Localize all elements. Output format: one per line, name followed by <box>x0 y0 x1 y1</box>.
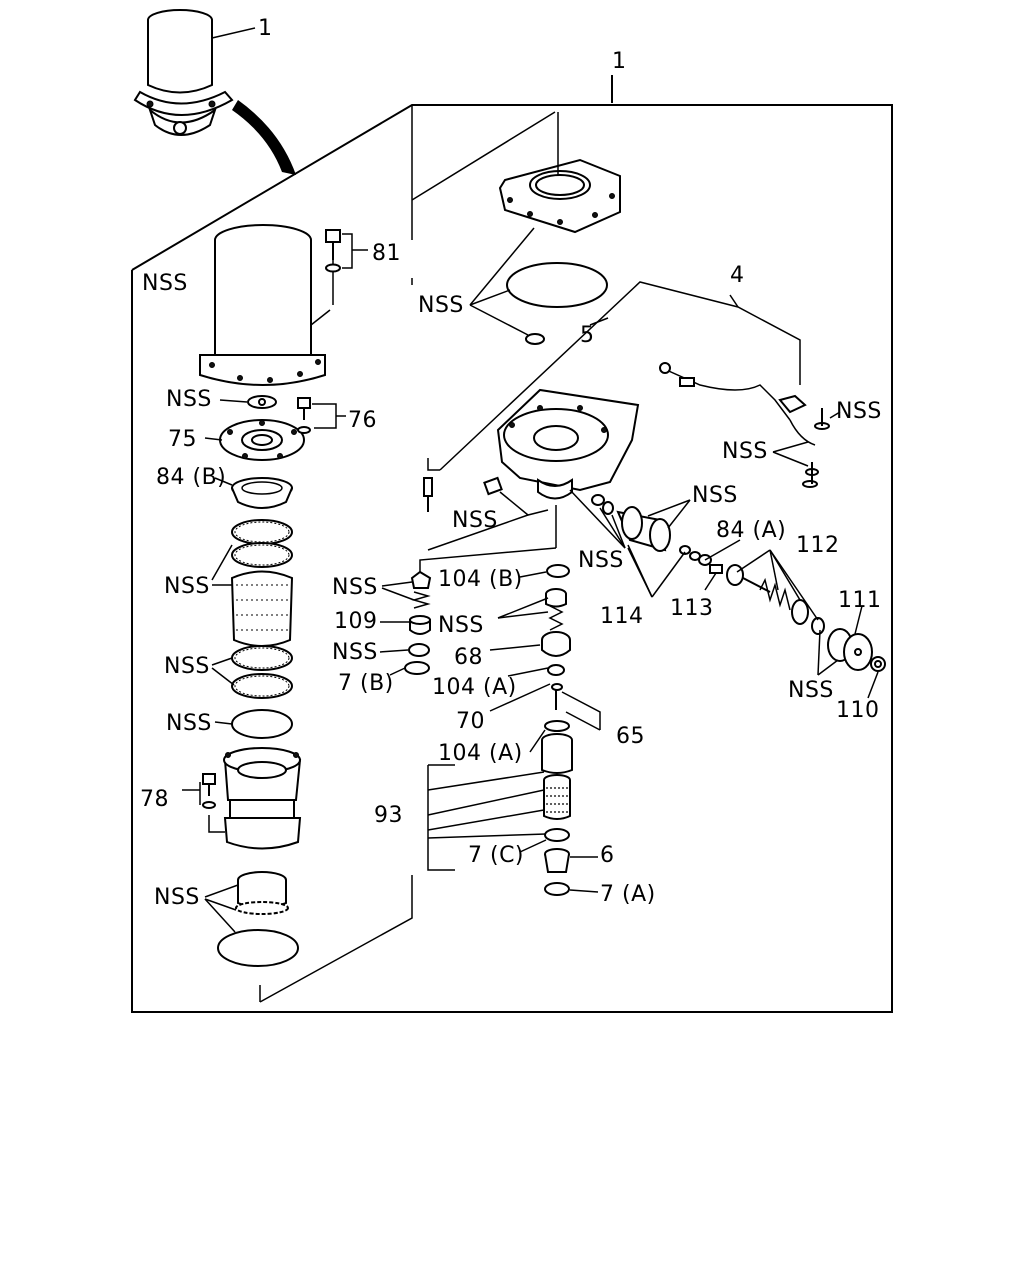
filter-93 <box>543 774 571 842</box>
label-nss-cover: NSS <box>418 293 464 318</box>
bottom-cap <box>217 871 299 967</box>
label-104a-lower: 104 (A) <box>438 741 523 766</box>
label-nss-fitting: NSS <box>452 508 498 533</box>
washer-111 <box>827 628 873 671</box>
label-78: 78 <box>140 787 169 812</box>
label-75: 75 <box>168 427 197 452</box>
screw-nss-lower <box>802 462 819 488</box>
label-104a-upper: 104 (A) <box>432 675 517 700</box>
label-104b: 104 (B) <box>438 567 523 592</box>
label-6: 6 <box>600 843 615 868</box>
label-110: 110 <box>836 698 880 723</box>
label-81: 81 <box>372 241 401 266</box>
filter-screens <box>230 519 294 699</box>
label-top-1: 1 <box>258 16 273 41</box>
label-109: 109 <box>334 609 378 634</box>
label-68: 68 <box>454 645 483 670</box>
label-84a: 84 (A) <box>716 518 786 543</box>
bolt-81 <box>325 229 368 273</box>
label-113: 113 <box>670 596 714 621</box>
label-nss-body: NSS <box>578 548 624 573</box>
label-nss-screw-lower: NSS <box>722 439 768 464</box>
label-nss-oring: NSS <box>332 640 378 665</box>
bolt-78 <box>182 773 225 833</box>
fitting-nss <box>483 476 503 496</box>
label-93: 93 <box>374 803 403 828</box>
top-cover <box>498 158 621 234</box>
label-nss-washers: NSS <box>788 678 834 703</box>
label-nss-screw-upper: NSS <box>836 399 882 424</box>
label-5: 5 <box>580 323 595 348</box>
spring-assembly-112 <box>726 564 825 635</box>
label-nss-cap: NSS <box>154 885 200 910</box>
inlet-fitting <box>591 494 671 552</box>
valve-body <box>496 388 640 500</box>
piston-stack <box>541 588 571 710</box>
heater-probe <box>423 477 433 512</box>
frame-border <box>131 75 893 1013</box>
nut-110 <box>870 656 886 672</box>
filter-cartridge <box>199 224 334 386</box>
label-nss-spring: NSS <box>438 613 484 638</box>
label-114: 114 <box>600 604 644 629</box>
label-frame-1: 1 <box>612 49 627 74</box>
label-nss-cartridge: NSS <box>142 271 188 296</box>
label-4: 4 <box>730 263 745 288</box>
callout-labels: 1 1 NSS 81 NSS 4 5 NSS 76 75 NSS NSS 84 … <box>140 16 882 910</box>
label-nss-screens-lower: NSS <box>164 654 210 679</box>
label-nss-plug: NSS <box>332 575 378 600</box>
label-nss-oring-lower: NSS <box>166 711 212 736</box>
label-7c: 7 (C) <box>468 843 524 868</box>
label-112: 112 <box>796 533 840 558</box>
label-nss-screens: NSS <box>164 574 210 599</box>
label-7a: 7 (A) <box>600 882 656 907</box>
assembled-dryer-unit <box>133 9 296 175</box>
label-76: 76 <box>348 408 377 433</box>
bolt-76 <box>297 397 346 434</box>
screw-nss-upper <box>814 408 830 430</box>
plug-stack-109 <box>404 570 432 675</box>
cylinder-104a <box>529 720 573 774</box>
housing <box>223 747 302 850</box>
label-70: 70 <box>456 709 485 734</box>
seal-84b <box>231 477 293 509</box>
fitting-6 <box>544 848 570 873</box>
label-nss-inlet: NSS <box>692 483 738 508</box>
valve-plate-75 <box>219 419 305 461</box>
wire-harness <box>659 362 816 446</box>
label-nss-washer: NSS <box>166 387 212 412</box>
label-65: 65 <box>616 724 645 749</box>
label-111: 111 <box>838 588 882 613</box>
label-84b: 84 (B) <box>156 465 226 490</box>
label-7b: 7 (B) <box>338 671 394 696</box>
